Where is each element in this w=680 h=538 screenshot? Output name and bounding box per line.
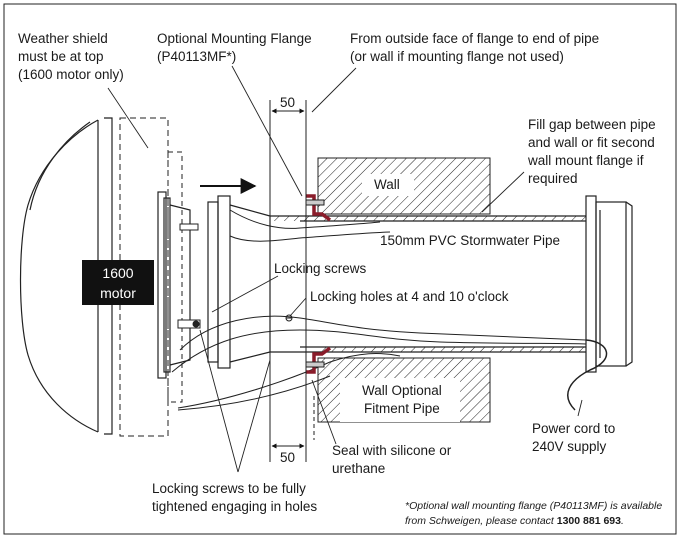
pipe-wall-bottom-hatch [320, 347, 586, 352]
wall-mount-screw [305, 199, 325, 368]
footnote: *Optional wall mounting flange (P40113MF… [405, 499, 662, 529]
wall-lower-label-bg [340, 378, 460, 422]
label-seal: Seal with silicone or urethane [332, 443, 452, 476]
locking-screw [177, 223, 201, 329]
motor-label-box: 1600 motor [82, 260, 154, 305]
footnote-line2-prefix: from Schweigen, please contact [405, 515, 557, 527]
pipe-wall-top-hatch [270, 216, 586, 221]
dimension-bottom-value: 50 [280, 450, 296, 465]
label-power-cord: Power cord to 240V supply [532, 421, 616, 454]
label-locking-screws: Locking screws [274, 261, 367, 276]
label-pipe: 150mm PVC Stormwater Pipe [380, 233, 561, 248]
wall-mounting-flange [306, 194, 332, 374]
diagram-frame [3, 3, 677, 535]
label-mounting-flange: Optional Mounting Flange (P40113MF*) [157, 31, 312, 64]
label-locking-holes: Locking holes at 4 and 10 o'clock [310, 289, 509, 304]
dimension-bottom [269, 352, 307, 462]
pipe-end-flange [585, 195, 633, 373]
dimension-top-value: 50 [280, 95, 296, 110]
label-wall: Wall [374, 177, 400, 192]
power-cord [567, 339, 608, 411]
label-wall-optional: Wall Optional Fitment Pipe [362, 383, 442, 416]
wall-label-bg [362, 174, 414, 196]
label-tighten: Locking screws to be fully tightened eng… [152, 481, 318, 514]
footnote-line2-suffix: . [620, 515, 624, 527]
motor-dashed-inner [167, 151, 183, 403]
power-cord-lower [177, 375, 331, 411]
label-fill-gap: Fill gap between pipe and wall or fit se… [528, 117, 656, 186]
dimension-top [269, 100, 307, 216]
label-weather-shield: Weather shield must be at top (1600 moto… [18, 31, 124, 82]
label-outside-face: From outside face of flange to end of pi… [350, 31, 600, 64]
motor-flange [207, 195, 271, 369]
footnote-line1: *Optional wall mounting flange (P40113MF… [405, 500, 663, 512]
motor-backplate [157, 191, 191, 379]
leader-lines [107, 65, 583, 473]
footnote-phone: 1300 881 693 [556, 515, 621, 527]
